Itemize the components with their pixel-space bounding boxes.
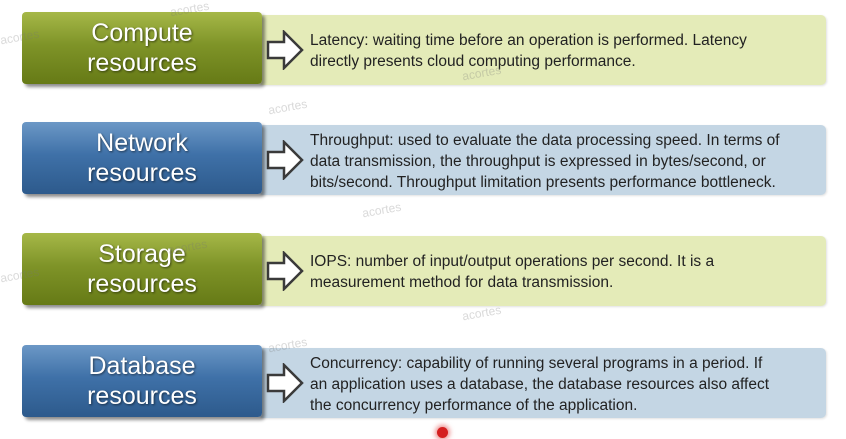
description-box: Concurrency: capability of running sever… (258, 348, 826, 418)
arrow-right-icon (266, 30, 304, 70)
description-line: data transmission, the throughput is exp… (310, 152, 766, 170)
watermark-text: acortes (267, 96, 309, 118)
description-line: IOPS: number of input/output operations … (310, 253, 715, 270)
description-line: bits/second. Throughput limitation prese… (310, 173, 776, 191)
description-line: measurement method for data transmission… (310, 274, 614, 291)
label-line: Compute (91, 19, 193, 47)
row-database: Concurrency: capability of running sever… (0, 345, 846, 421)
label-storage-resources: Storage resources (22, 233, 262, 305)
label-line: resources (87, 270, 197, 298)
description-line: Concurrency: capability of running sever… (310, 354, 763, 372)
description-box: Throughput: used to evaluate the data pr… (258, 125, 826, 195)
row-storage: IOPS: number of input/output operations … (0, 233, 846, 309)
label-line: Network (96, 129, 188, 157)
laser-pointer-icon (437, 427, 448, 438)
label-line: resources (87, 382, 197, 410)
description-line: directly presents cloud computing perfor… (310, 53, 636, 70)
label-line: Database (88, 352, 196, 380)
label-compute-resources: Compute resources (22, 12, 262, 84)
description-box: IOPS: number of input/output operations … (258, 236, 826, 306)
arrow-right-icon (266, 251, 304, 291)
description-box: Latency: waiting time before an operatio… (258, 15, 826, 85)
row-network: Throughput: used to evaluate the data pr… (0, 122, 846, 198)
label-line: resources (87, 159, 197, 187)
description-line: Throughput: used to evaluate the data pr… (310, 131, 780, 149)
label-database-resources: Database resources (22, 345, 262, 417)
arrow-right-icon (266, 140, 304, 180)
description-line: the concurrency performance of the appli… (310, 396, 638, 414)
label-line: Storage (98, 240, 186, 268)
arrow-right-icon (266, 363, 304, 403)
row-compute: Latency: waiting time before an operatio… (0, 12, 846, 88)
description-line: Latency: waiting time before an operatio… (310, 32, 747, 49)
watermark-text: acortes (361, 199, 403, 221)
label-line: resources (87, 49, 197, 77)
description-line: an application uses a database, the data… (310, 375, 769, 393)
label-network-resources: Network resources (22, 122, 262, 194)
